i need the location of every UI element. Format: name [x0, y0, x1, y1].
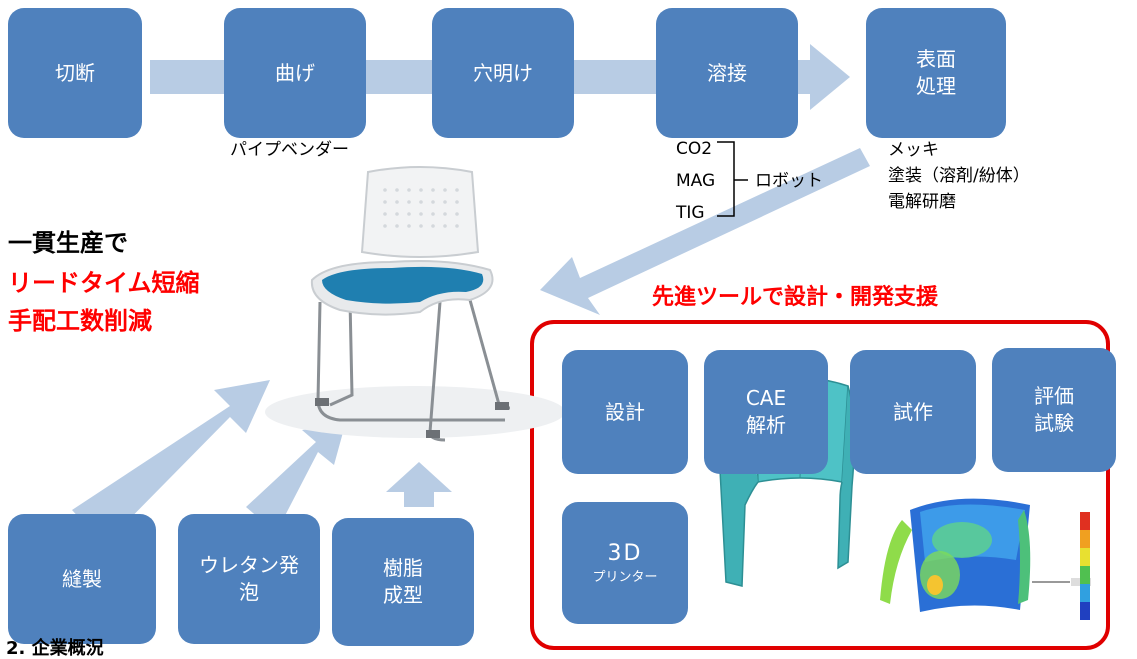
surface-method-electropolish: 電解研磨: [888, 192, 956, 212]
arrow-to-chair-top: [540, 148, 870, 315]
footer-partial-heading: 2. 企業概況: [6, 638, 104, 659]
part-resin-molding: 樹脂 成型: [332, 518, 474, 646]
headline-line1: 一貫生産で: [8, 229, 128, 257]
welding-type-mag: MAG: [676, 171, 716, 191]
headline-line2: リードタイム短縮: [8, 269, 200, 297]
bender-note: パイプベンダー: [230, 140, 349, 160]
arrow-sewing-to-chair: [72, 380, 270, 545]
welding-type-co2: CO2: [676, 139, 713, 159]
step-surface-treatment: 表面 処理: [866, 8, 1006, 138]
arrow-urethane-to-chair: [246, 425, 345, 533]
surface-method-painting: 塗装（溶剤/紛体）: [888, 166, 1030, 186]
part-urethane-foam: ウレタン発 泡: [178, 514, 320, 644]
welding-robot: ロボット: [755, 171, 823, 191]
step-cutting: 切断: [8, 8, 142, 138]
headline-line3: 手配工数削減: [8, 307, 152, 335]
step-drilling: 穴明け: [432, 8, 574, 138]
step-bending: 曲げ: [224, 8, 366, 138]
printer-label-main: 3D: [607, 541, 643, 567]
step-welding: 溶接: [656, 8, 798, 138]
tools-title: 先進ツールで設計・開発支援: [652, 285, 939, 310]
cae-contour-image: [880, 498, 1091, 620]
tool-3d-printer: 3D プリンター: [562, 502, 688, 624]
welding-type-tig: TIG: [676, 203, 705, 223]
surface-method-plating: メッキ: [888, 140, 939, 160]
arrow-resin-to-chair: [386, 462, 452, 507]
tool-design: 設計: [562, 350, 688, 474]
tools-frame: [530, 320, 1110, 650]
welding-bracket: [717, 141, 735, 217]
tool-evaluation-test: 評価 試験: [992, 348, 1116, 472]
chair-image: [265, 166, 565, 442]
tool-prototype: 試作: [850, 350, 976, 474]
tool-cae-analysis: CAE 解析: [704, 350, 828, 474]
process-flow-arrowhead: [810, 44, 850, 110]
printer-label-sub: プリンター: [592, 570, 658, 586]
part-sewing: 縫製: [8, 514, 156, 644]
